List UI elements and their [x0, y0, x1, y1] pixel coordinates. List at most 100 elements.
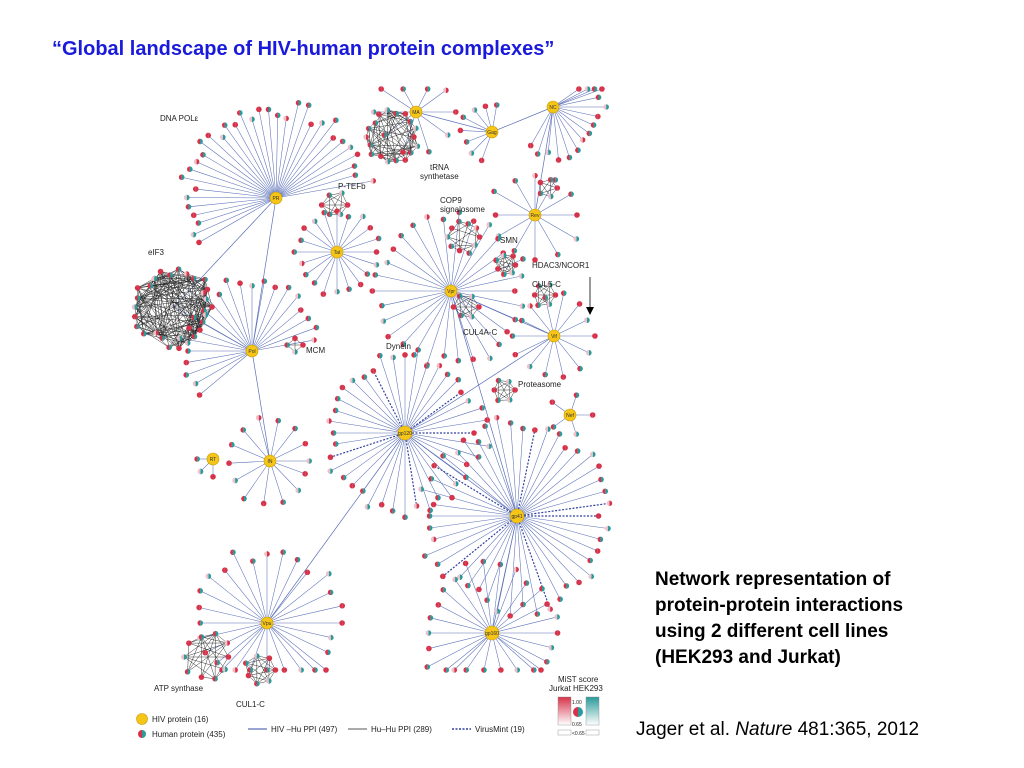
human-protein-half [530, 142, 534, 149]
human-protein-half [478, 454, 482, 460]
human-protein-node [378, 501, 385, 508]
human-protein-half [361, 374, 365, 380]
hu-hu-edge [395, 128, 417, 161]
hiv-human-edge [251, 309, 301, 352]
hiv-human-edge [269, 443, 306, 462]
human-protein-half [476, 586, 479, 593]
hu-hu-edge [256, 669, 276, 684]
human-protein-half [184, 340, 188, 346]
human-protein-node [192, 380, 199, 387]
human-protein-node [303, 271, 309, 278]
hiv-human-edge [534, 179, 556, 216]
human-protein-half [515, 262, 519, 268]
hu-hu-edge [143, 333, 195, 337]
hu-hu-edge [329, 192, 343, 215]
hiv-human-edge [199, 141, 277, 199]
human-protein-half [375, 272, 379, 278]
human-protein-half [551, 644, 555, 651]
human-protein-half [433, 501, 437, 508]
legend: HIV protein (16) Human protein (435) HIV… [136, 675, 603, 739]
human-protein-half [267, 667, 270, 673]
human-protein-node [603, 104, 609, 110]
human-protein-node [384, 158, 391, 165]
human-protein-half [597, 548, 601, 554]
human-protein-half [195, 186, 199, 192]
human-protein-half [427, 86, 431, 92]
human-protein-node [199, 319, 206, 325]
hiv-protein-label-ma: MA [412, 110, 420, 116]
hu-hu-edge [170, 274, 208, 290]
legend-human-protein-icon-red [138, 730, 142, 738]
human-protein-node [451, 667, 458, 673]
hiv-human-edge [266, 622, 331, 638]
hiv-human-edge [375, 274, 452, 292]
human-protein-half [457, 574, 460, 580]
human-protein-node [224, 640, 231, 646]
hiv-human-edge [328, 420, 406, 434]
human-protein-half [329, 211, 333, 218]
human-protein-half [519, 303, 523, 309]
hiv-protein-node-in [263, 454, 277, 468]
human-protein-half [295, 487, 299, 494]
human-protein-node [527, 303, 533, 309]
human-protein-half [208, 132, 212, 139]
human-protein-half [579, 301, 583, 307]
human-protein-half [245, 672, 249, 679]
hiv-protein-label-rt: RT [210, 457, 217, 463]
human-protein-node [555, 251, 561, 258]
human-protein-half [428, 630, 432, 636]
human-protein-node [494, 608, 501, 614]
human-protein-half [193, 231, 197, 238]
human-protein-half [555, 177, 559, 183]
human-protein-node [574, 212, 580, 218]
hu-hu-edge [136, 298, 207, 327]
human-protein-half [449, 225, 452, 231]
human-protein-node [495, 377, 502, 384]
legend-mist-cells: Jurkat HEK293 [549, 684, 603, 693]
hu-hu-edge [194, 299, 207, 337]
human-protein-half [452, 576, 456, 583]
human-protein-half [530, 303, 533, 309]
caption-line-3: using 2 different cell lines [655, 621, 889, 642]
human-protein-node [221, 122, 228, 128]
hiv-human-edge [516, 515, 538, 615]
human-protein-half [520, 601, 524, 608]
human-protein-half [472, 293, 475, 300]
human-protein-half [512, 316, 516, 323]
human-protein-half [235, 121, 239, 128]
hu-hu-edge [380, 152, 411, 157]
hiv-human-edge [314, 251, 338, 284]
human-protein-node [190, 231, 197, 238]
human-protein-node [449, 225, 455, 231]
hu-hu-edge [161, 269, 179, 339]
human-protein-node [378, 86, 384, 92]
human-protein-half [478, 586, 482, 593]
hiv-human-edge [266, 572, 308, 624]
citation-journal: Nature [735, 719, 793, 740]
human-protein-node [237, 110, 243, 116]
human-protein-half [463, 461, 467, 468]
hiv-human-edge [275, 115, 279, 199]
hiv-human-edge [516, 502, 610, 517]
human-protein-node [552, 292, 559, 298]
hu-hu-edge [186, 273, 201, 331]
human-protein-half [411, 352, 415, 358]
human-protein-half [370, 142, 374, 148]
human-protein-node [460, 114, 467, 121]
human-protein-half [190, 212, 194, 219]
hiv-human-edge [251, 318, 309, 352]
human-protein-half [368, 151, 372, 158]
human-protein-half [424, 214, 427, 220]
hiv-human-edge [336, 238, 379, 253]
human-protein-half [384, 158, 388, 165]
label-eif3: eIF3 [148, 248, 165, 257]
human-protein-node [415, 347, 421, 353]
human-protein-half [136, 323, 140, 330]
human-protein-node [390, 246, 397, 252]
human-protein-half [254, 680, 257, 687]
human-protein-half [294, 249, 298, 255]
human-protein-half [375, 111, 379, 117]
human-protein-node [424, 214, 430, 220]
hu-hu-edge [368, 128, 411, 153]
hiv-human-edge [219, 294, 253, 352]
